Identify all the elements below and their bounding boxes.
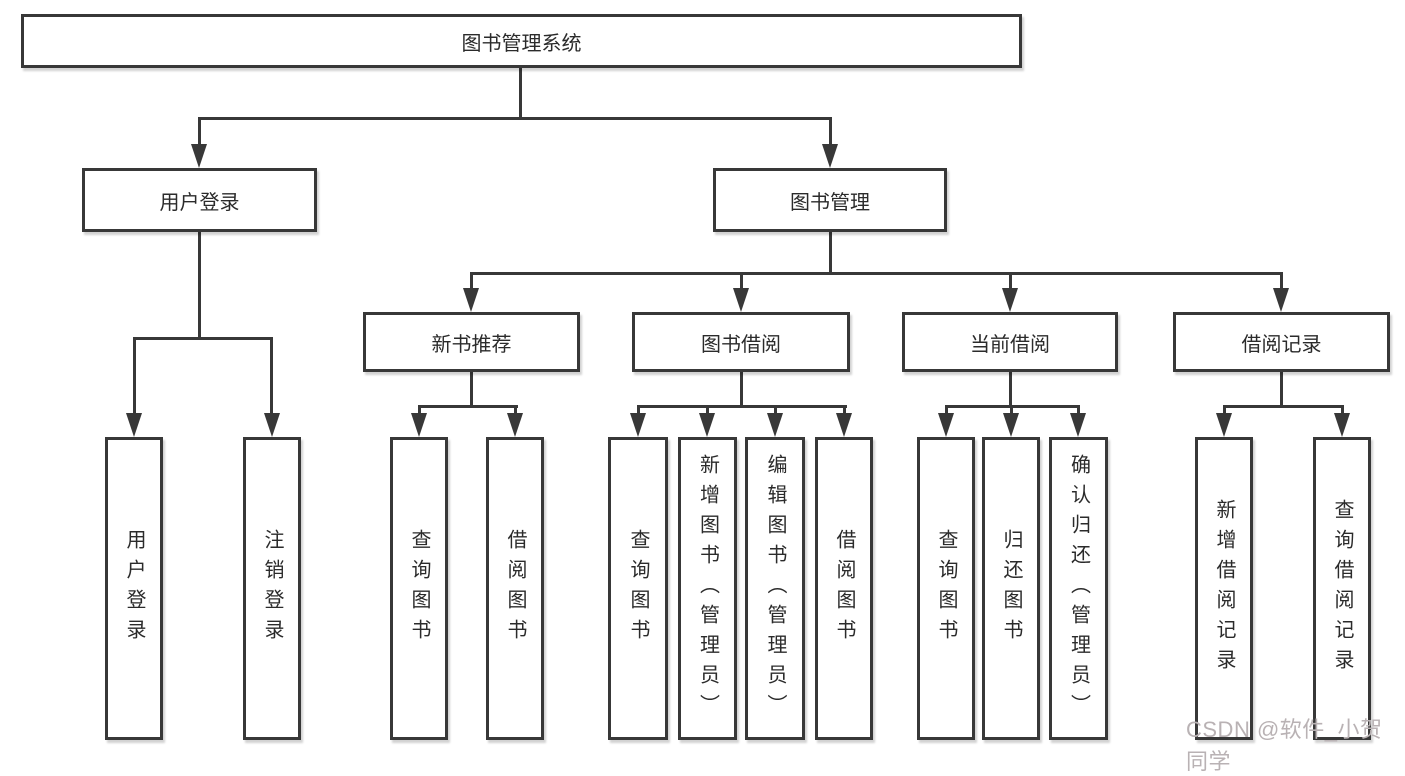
connector-book-borrow-stem: [740, 372, 743, 408]
node-label: 图书管理: [790, 191, 870, 214]
arrow-down-icon: [264, 413, 280, 437]
arrow-down-icon: [1334, 413, 1350, 437]
connector-drop: [945, 405, 948, 417]
node-new-book-recommend: 新书推荐: [363, 312, 580, 372]
connector-drop-new-book: [470, 272, 473, 292]
node-label: 归还图书: [1000, 528, 1022, 649]
connector-borrow-rec-stem: [1280, 372, 1283, 408]
arrow-down-icon: [507, 413, 523, 437]
arrow-down-icon: [836, 413, 852, 437]
connector-drop-borrow-rec: [1280, 272, 1283, 292]
node-label: 借阅记录: [1241, 333, 1322, 356]
node-label: 用户登录: [123, 528, 145, 649]
arrow-down-icon: [1003, 413, 1019, 437]
leaf-query-books: 查询图书: [917, 437, 975, 740]
connector-root-stem: [519, 68, 522, 117]
connector-drop: [637, 405, 640, 417]
connector-book-mgmt-stem: [829, 232, 832, 275]
connector-drop: [418, 405, 421, 417]
arrow-down-icon: [411, 413, 427, 437]
connector-drop: [1223, 405, 1226, 417]
arrow-down-icon: [767, 413, 783, 437]
leaf-add-books-admin: 新增图书（管理员）: [678, 437, 737, 740]
node-label: 用户登录: [159, 191, 240, 214]
connector-user-login-stem: [198, 232, 201, 337]
arrow-down-icon: [1070, 413, 1086, 437]
csdn-watermark: CSDN @软件_小贺同学: [1186, 717, 1383, 774]
leaf-logout: 注销登录: [243, 437, 301, 740]
node-label: 新书推荐: [431, 333, 512, 356]
connector-drop: [1077, 405, 1080, 417]
connector-cur-borrow-stem: [1009, 372, 1012, 408]
connector-drop-book-borrow: [740, 272, 743, 292]
connector-new-book-rail: [418, 405, 518, 408]
connector-drop: [1341, 405, 1344, 417]
arrow-down-icon: [630, 413, 646, 437]
node-user-login: 用户登录: [82, 168, 317, 232]
arrow-down-icon: [699, 413, 715, 437]
node-label: 确认归还（管理员）: [1067, 453, 1090, 724]
leaf-return-books: 归还图书: [982, 437, 1040, 740]
node-label: 查询图书: [408, 528, 430, 649]
arrow-down-icon: [191, 144, 207, 168]
node-label: 查询借阅记录: [1331, 498, 1353, 679]
node-label: 查询图书: [935, 528, 957, 649]
connector-user-login-rail: [133, 337, 273, 340]
node-current-borrowing: 当前借阅: [902, 312, 1118, 372]
connector-borrow-rec-rail: [1223, 405, 1344, 408]
arrow-down-icon: [938, 413, 954, 437]
arrow-down-icon: [733, 288, 749, 312]
connector-drop: [774, 405, 777, 417]
node-label: 图书借阅: [701, 333, 781, 356]
node-book-borrowing: 图书借阅: [632, 312, 850, 372]
connector-l3-rail: [470, 272, 1283, 275]
leaf-user-login: 用户登录: [105, 437, 163, 740]
node-label: 新增借阅记录: [1213, 498, 1235, 679]
node-label: 新增图书（管理员）: [696, 453, 719, 724]
arrow-down-icon: [822, 144, 838, 168]
arrow-down-icon: [126, 413, 142, 437]
node-label: 图书管理系统: [461, 32, 582, 55]
connector-drop: [843, 405, 846, 417]
leaf-borrow-books: 借阅图书: [815, 437, 873, 740]
connector-drop: [1010, 405, 1013, 417]
leaf-confirm-return-admin: 确认归还（管理员）: [1049, 437, 1108, 740]
leaf-query-books: 查询图书: [608, 437, 668, 740]
arrow-down-icon: [1273, 288, 1289, 312]
connector-drop-leaf-user-login: [133, 337, 136, 416]
connector-l1-rail: [198, 117, 832, 120]
node-label: 查询图书: [627, 528, 649, 649]
node-library-system: 图书管理系统: [21, 14, 1022, 68]
node-label: 编辑图书（管理员）: [764, 453, 786, 724]
leaf-query-books: 查询图书: [390, 437, 448, 740]
connector-drop-user-login: [198, 117, 201, 147]
node-label: 当前借阅: [970, 333, 1050, 356]
leaf-edit-books-admin: 编辑图书（管理员）: [745, 437, 805, 740]
arrow-down-icon: [1216, 413, 1232, 437]
connector-drop: [514, 405, 517, 417]
leaf-add-borrow-record: 新增借阅记录: [1195, 437, 1253, 740]
connector-drop-cur-borrow: [1009, 272, 1012, 292]
node-book-management: 图书管理: [713, 168, 947, 232]
leaf-borrow-books: 借阅图书: [486, 437, 544, 740]
leaf-query-borrow-record: 查询借阅记录: [1313, 437, 1371, 740]
arrow-down-icon: [1002, 288, 1018, 312]
node-label: 借阅图书: [833, 528, 855, 649]
connector-drop: [706, 405, 709, 417]
node-label: 借阅图书: [504, 528, 526, 649]
connector-new-book-stem: [470, 372, 473, 408]
node-label: 注销登录: [261, 528, 283, 649]
connector-book-borrow-rail: [637, 405, 847, 408]
connector-drop-leaf-logout: [270, 337, 273, 416]
arrow-down-icon: [463, 288, 479, 312]
connector-drop-book-mgmt: [829, 117, 832, 147]
node-borrowing-records: 借阅记录: [1173, 312, 1390, 372]
